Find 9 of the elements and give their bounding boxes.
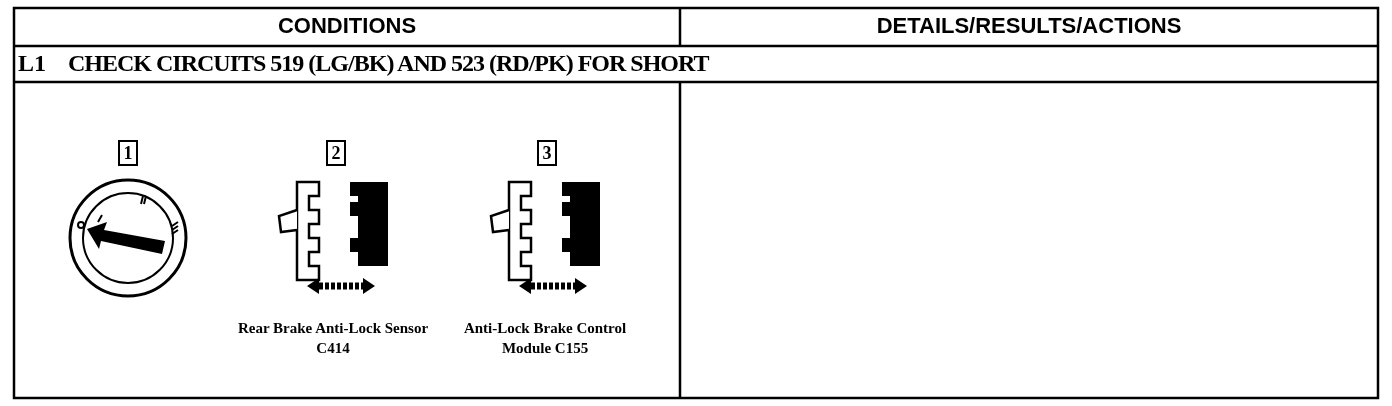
component-caption: Rear Brake Anti-Lock Sensor C414: [236, 319, 430, 358]
callout-number: 1: [118, 140, 138, 166]
step-number: L1: [18, 50, 46, 77]
column-header: DETAILS/RESULTS/ACTIONS: [875, 13, 1183, 39]
component-caption: Anti-Lock Brake Control Module C155: [462, 319, 628, 358]
column-header: CONDITIONS: [276, 13, 418, 39]
step-title: CHECK CIRCUITS 519 (LG/BK) AND 523 (RD/PK) FOR SHORT: [68, 50, 709, 77]
callout-number: 3: [537, 140, 557, 166]
callout-number: 2: [326, 140, 346, 166]
